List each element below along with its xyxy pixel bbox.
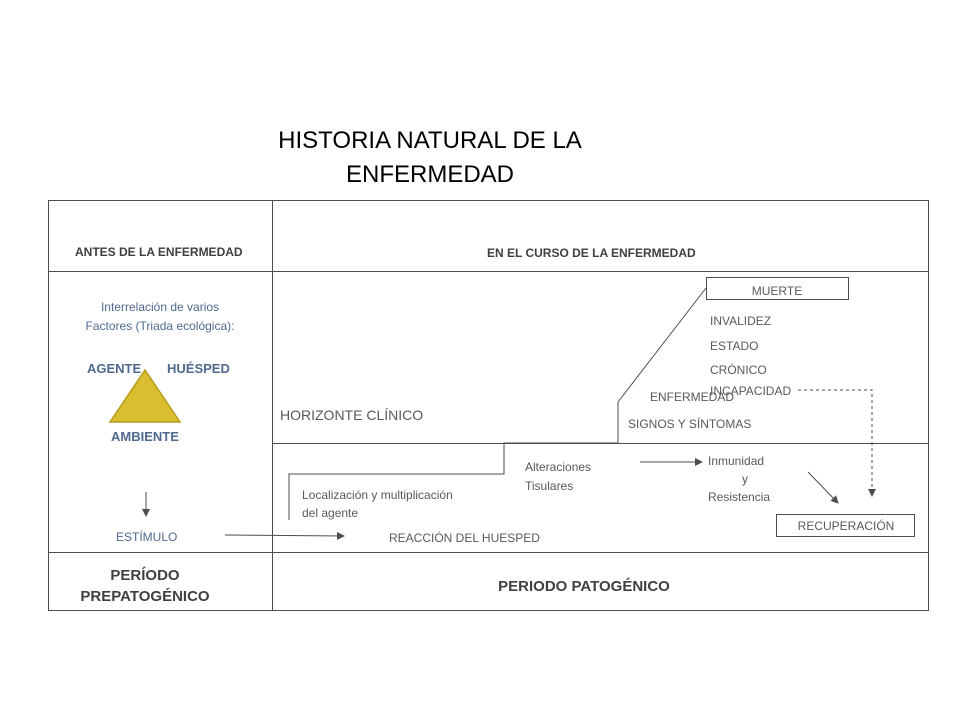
chronic-state-label: ESTADO CRÓNICO [710, 334, 767, 382]
host-label: HUÉSPED [167, 361, 230, 376]
prepathogenic-period-line-1: PERÍODO [110, 567, 180, 584]
progression-step-line [288, 287, 707, 520]
ecological-triad-triangle [108, 368, 182, 423]
immunity-line-1: Inmunidad [708, 454, 765, 468]
host-reaction-label: REACCIÓN DEL HUESPED [389, 531, 540, 545]
chronic-state-line-2: CRÓNICO [710, 363, 767, 377]
alterations-line-2: Tisulares [525, 479, 574, 493]
recovery-label: RECUPERACIÓN [797, 519, 895, 533]
chronic-state-line-1: ESTADO [710, 339, 759, 353]
table-frame [48, 200, 929, 611]
title-line-2: ENFERMEDAD [345, 161, 514, 188]
localization-line-1: Localización y multiplicación [302, 488, 453, 502]
triad-intro-line-1: Interrelación de varios [100, 300, 220, 314]
header-before-disease: ANTES DE LA ENFERMEDAD [75, 245, 243, 259]
signs-symptoms-label: SIGNOS Y SÍNTOMAS [628, 417, 752, 431]
agent-label: AGENTE [87, 361, 142, 376]
environment-label: AMBIENTE [111, 429, 179, 444]
stimulus-to-reaction-arrow [224, 531, 345, 540]
immunity-label: Inmunidad y Resistencia [708, 452, 782, 506]
immunity-line-2: y [742, 472, 748, 486]
title-line-1: HISTORIA NATURAL DE LA [278, 127, 582, 154]
localization-label: Localización y multiplicación del agente [302, 486, 453, 522]
disease-label: ENFERMEDAD [650, 390, 735, 404]
invalidity-label: INVALIDEZ [710, 314, 772, 328]
death-box [706, 277, 849, 300]
disability-label: INCAPACIDAD [710, 384, 792, 398]
disability-to-recovery-dashed-arrow [798, 389, 876, 497]
immunity-line-3: Resistencia [708, 490, 771, 504]
recovery-box [776, 514, 915, 537]
clinical-horizon-label: HORIZONTE CLÍNICO [280, 407, 424, 423]
triad-intro: Interrelación de varios Factores (Triada… [48, 298, 272, 336]
localization-line-2: del agente [302, 506, 359, 520]
death-label: MUERTE [751, 284, 803, 298]
pathogenic-period-label: PERIODO PATOGÉNICO [498, 578, 670, 595]
prepathogenic-period-label: PERÍODO PREPATOGÉNICO [48, 565, 242, 607]
page-title: HISTORIA NATURAL DE LA ENFERMEDAD [0, 124, 860, 192]
prepathogenic-period-line-2: PREPATOGÉNICO [80, 588, 210, 605]
immunity-to-recovery-arrow [807, 471, 839, 504]
alterations-line-1: Alteraciones [525, 460, 592, 474]
stimulus-label: ESTÍMULO [116, 530, 178, 544]
triad-intro-line-2: Factores (Triada ecológica): [85, 319, 235, 333]
alterations-label: Alteraciones Tisulares [525, 458, 591, 496]
header-during-disease: EN EL CURSO DE LA ENFERMEDAD [487, 246, 696, 260]
